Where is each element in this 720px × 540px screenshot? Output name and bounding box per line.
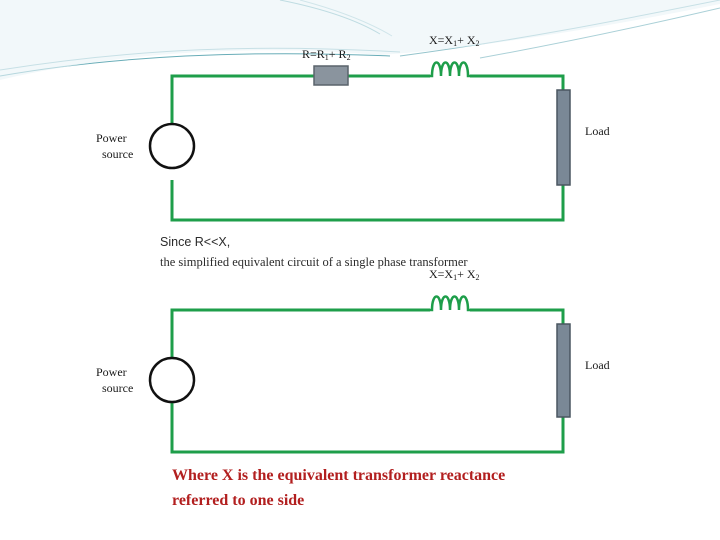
simplified-text: the simplified equivalent circuit of a s…	[160, 255, 468, 269]
load-label-1: Load	[585, 124, 610, 138]
inductor-coil-2	[430, 295, 470, 312]
reactance-label-1: X=X1+ X2	[429, 33, 480, 48]
conclusion-text: Where X is the equivalent transformer re…	[172, 463, 592, 513]
conclusion-line-2: referred to one side	[172, 492, 305, 509]
reactance-label-2: X=X1+ X2	[429, 267, 480, 282]
conclusion-line-1: Where X is the equivalent transformer re…	[172, 467, 506, 484]
inductor-coil-1	[430, 61, 470, 78]
power-source-label-2: Power source	[96, 365, 134, 395]
decorative-band	[0, 0, 720, 80]
resistor	[313, 65, 349, 86]
load-2	[556, 323, 571, 418]
power-source-label-1: Power source	[96, 131, 134, 161]
load-label-2: Load	[585, 358, 610, 372]
power-source-2	[148, 356, 196, 404]
resistance-label: R=R1+ R2	[302, 47, 351, 62]
circuit2-wires	[170, 308, 565, 454]
circuit1-wires	[170, 74, 565, 222]
since-text: Since R<<X,	[160, 235, 231, 249]
load-1	[556, 89, 571, 186]
power-source-1	[148, 122, 196, 170]
